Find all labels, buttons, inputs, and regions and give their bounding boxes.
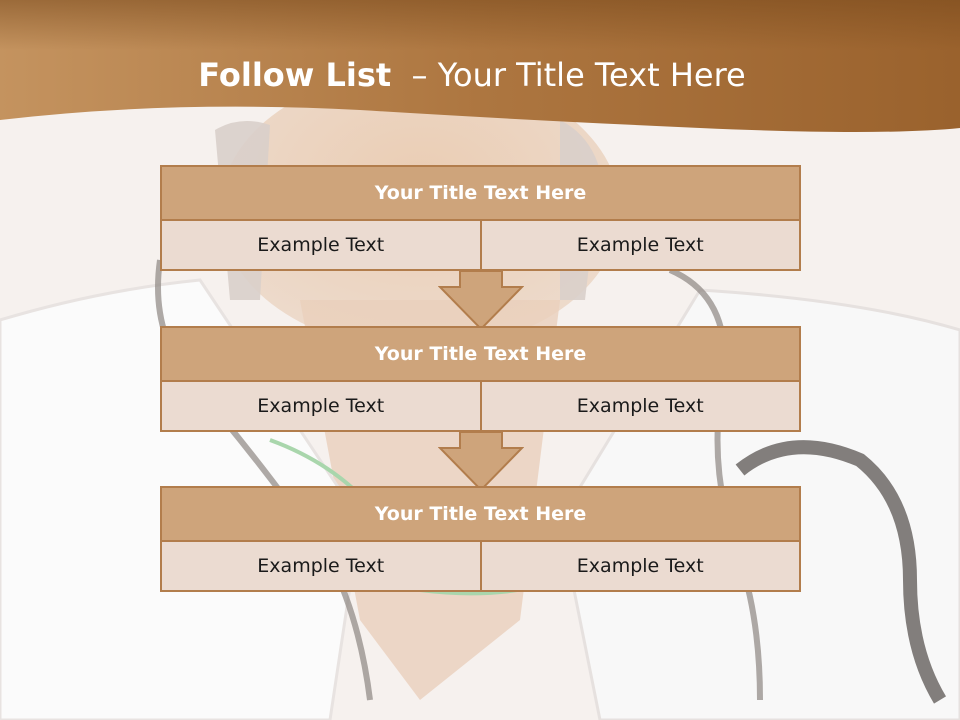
slide-title-rest: – Your Title Text Here bbox=[391, 56, 746, 94]
step-title: Your Title Text Here bbox=[160, 486, 801, 542]
step-box-1: Your Title Text Here Example Text Exampl… bbox=[160, 165, 801, 271]
slide-title: Follow List – Your Title Text Here bbox=[0, 52, 944, 98]
step-left-text: Example Text bbox=[160, 382, 482, 432]
step-right-text: Example Text bbox=[481, 382, 801, 432]
down-arrow-icon bbox=[438, 271, 524, 331]
step-right-text: Example Text bbox=[481, 542, 801, 592]
step-row: Example Text Example Text bbox=[160, 382, 801, 432]
step-row: Example Text Example Text bbox=[160, 221, 801, 271]
down-arrow-icon bbox=[438, 432, 524, 492]
step-left-text: Example Text bbox=[160, 542, 482, 592]
step-box-2: Your Title Text Here Example Text Exampl… bbox=[160, 326, 801, 432]
step-left-text: Example Text bbox=[160, 221, 482, 271]
step-box-3: Your Title Text Here Example Text Exampl… bbox=[160, 486, 801, 592]
step-title: Your Title Text Here bbox=[160, 326, 801, 382]
slide-title-bold: Follow List bbox=[198, 56, 392, 94]
step-title: Your Title Text Here bbox=[160, 165, 801, 221]
step-row: Example Text Example Text bbox=[160, 542, 801, 592]
step-right-text: Example Text bbox=[481, 221, 801, 271]
